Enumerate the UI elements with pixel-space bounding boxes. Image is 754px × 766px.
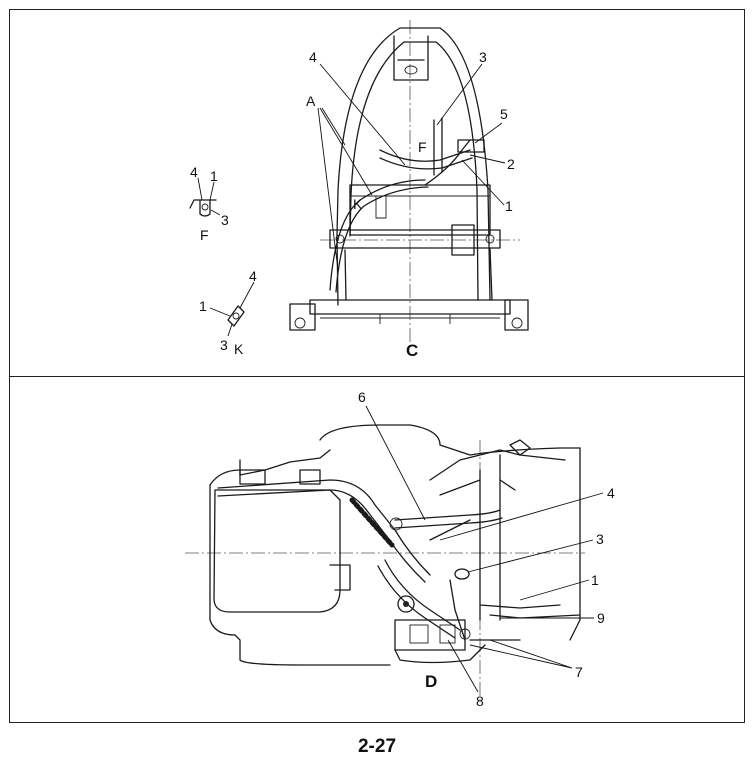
detail-k-caption: K <box>234 341 244 357</box>
label-2-top: 2 <box>507 156 515 172</box>
detail-k-label-3: 3 <box>220 337 228 353</box>
label-1-bottom: 1 <box>591 572 599 588</box>
panel-divider <box>9 376 745 377</box>
detail-k-clamp <box>209 281 255 337</box>
detail-f-label-3: 3 <box>221 212 229 228</box>
label-6-bottom: 6 <box>358 389 366 405</box>
page-number: 2-27 <box>357 736 397 757</box>
label-8-bottom: 8 <box>476 693 484 709</box>
detail-f-label-4: 4 <box>190 164 198 180</box>
label-4-bottom: 4 <box>607 485 615 501</box>
label-k-top: K <box>353 196 363 212</box>
label-1-top: 1 <box>505 198 513 214</box>
label-5-top: 5 <box>500 106 508 122</box>
bottom-view-engine-drawing <box>185 424 585 700</box>
label-9-bottom: 9 <box>597 610 605 626</box>
label-4-top: 4 <box>309 49 317 65</box>
label-3-top: 3 <box>479 49 487 65</box>
detail-f-label-1: 1 <box>210 168 218 184</box>
label-a: A <box>306 93 316 109</box>
label-7-bottom: 7 <box>575 664 583 680</box>
detail-k-label-4: 4 <box>249 268 257 284</box>
label-f-top: F <box>418 139 427 155</box>
detail-f-caption: F <box>200 227 209 243</box>
label-3-bottom: 3 <box>596 531 604 547</box>
detail-k-label-1: 1 <box>199 298 207 314</box>
diagram-frame <box>9 9 745 723</box>
view-label-c: C <box>406 341 418 360</box>
top-view-frame-drawing <box>289 20 529 345</box>
detail-f-clamp <box>189 177 221 217</box>
view-label-d: D <box>425 672 437 691</box>
